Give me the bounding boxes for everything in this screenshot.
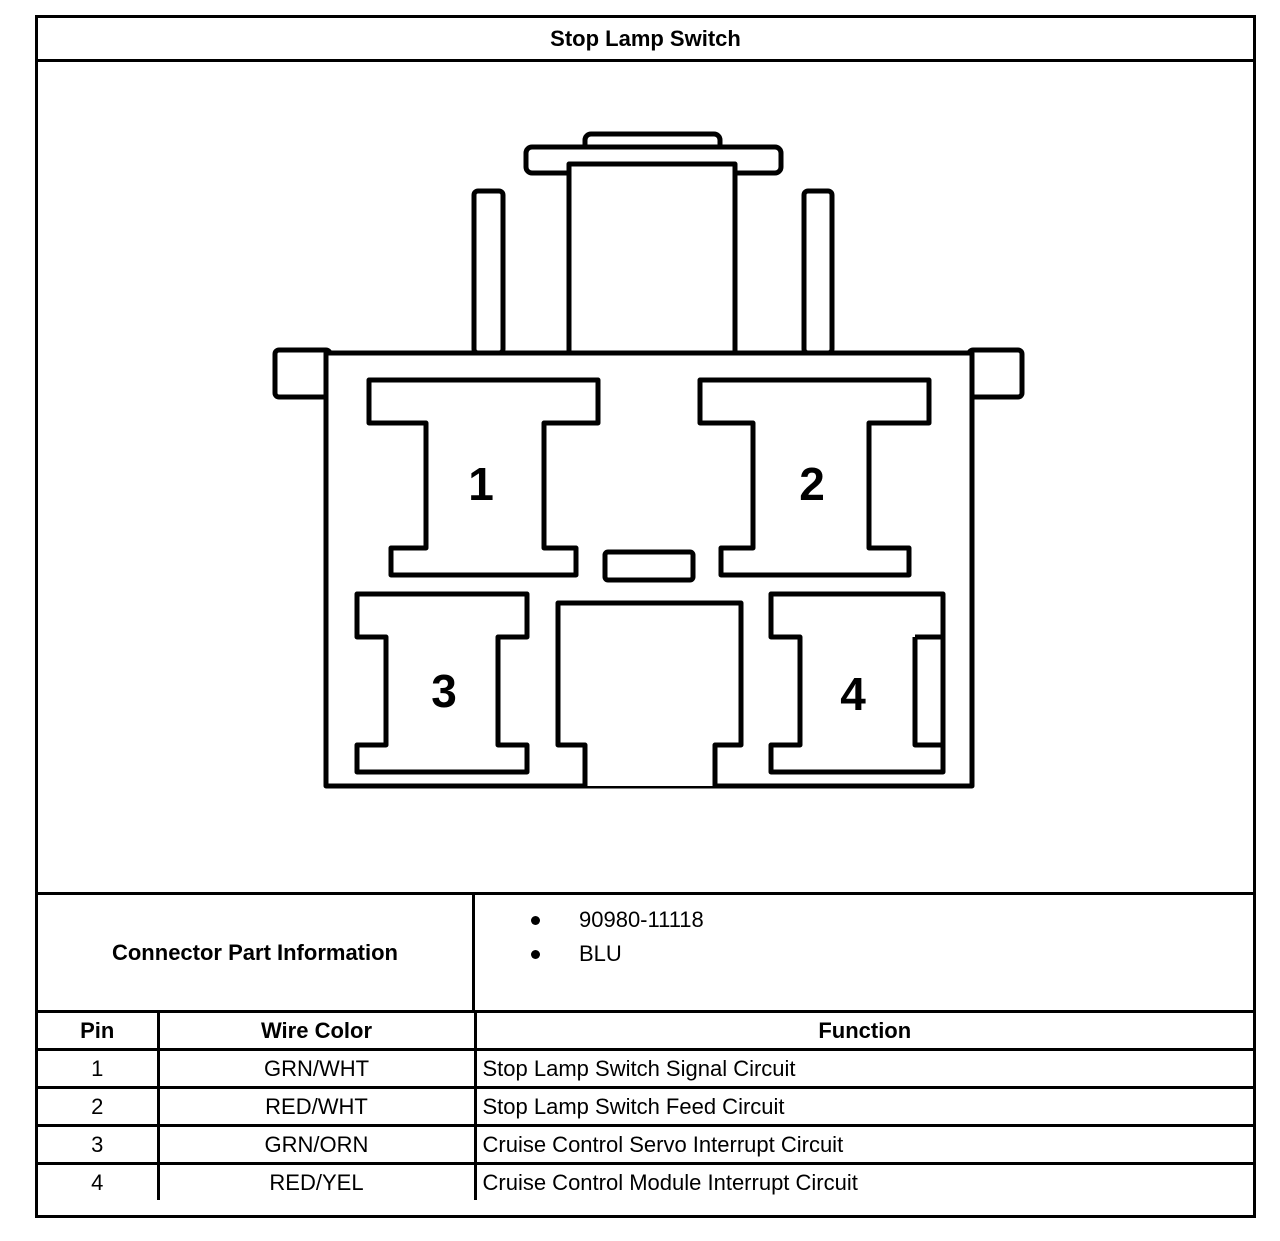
connector-face-drawing: 1 2 3 4 bbox=[272, 131, 1025, 789]
header-function: Function bbox=[473, 1013, 1253, 1051]
header-pin: Pin bbox=[38, 1013, 160, 1051]
pin-table: Pin Wire Color Function 1 GRN/WHT Stop L… bbox=[38, 1013, 1253, 1200]
pin-cell: 2 bbox=[38, 1086, 160, 1127]
table-row: 4 RED/YEL Cruise Control Module Interrup… bbox=[38, 1162, 1253, 1200]
sheet-title: Stop Lamp Switch bbox=[38, 18, 1253, 62]
bullet-icon bbox=[531, 950, 540, 959]
latch-body bbox=[566, 161, 738, 356]
connector-sheet: Stop Lamp Switch bbox=[35, 15, 1256, 1218]
side-ear-right bbox=[966, 347, 1025, 400]
function-cell: Stop Lamp Switch Feed Circuit bbox=[473, 1086, 1253, 1127]
connector-color: BLU bbox=[579, 941, 622, 966]
part-number: 90980-11118 bbox=[579, 907, 704, 932]
pin-2-label: 2 bbox=[799, 458, 825, 510]
bullet-icon bbox=[531, 916, 540, 925]
guide-post-right bbox=[801, 188, 835, 356]
pin-2-cavity bbox=[697, 377, 932, 578]
pin-4-cavity bbox=[768, 591, 946, 775]
connector-diagram: 1 2 3 4 bbox=[38, 62, 1253, 895]
center-key bbox=[602, 549, 696, 583]
wire-color-cell: RED/YEL bbox=[156, 1162, 477, 1200]
part-info-list: 90980-11118 BLU bbox=[475, 895, 1253, 1010]
function-cell: Cruise Control Servo Interrupt Circuit bbox=[473, 1124, 1253, 1165]
table-header-row: Pin Wire Color Function bbox=[38, 1013, 1253, 1051]
function-cell: Stop Lamp Switch Signal Circuit bbox=[473, 1048, 1253, 1089]
pin-3-cavity bbox=[354, 591, 530, 775]
function-cell: Cruise Control Module Interrupt Circuit bbox=[473, 1162, 1253, 1200]
center-notch bbox=[555, 600, 744, 786]
guide-post-left bbox=[471, 188, 506, 356]
pin-1-label: 1 bbox=[468, 458, 494, 510]
wire-color-cell: GRN/ORN bbox=[156, 1124, 477, 1165]
table-row: 2 RED/WHT Stop Lamp Switch Feed Circuit bbox=[38, 1086, 1253, 1127]
pin-3-label: 3 bbox=[431, 665, 457, 717]
pin-4-label: 4 bbox=[840, 668, 866, 720]
table-row: 1 GRN/WHT Stop Lamp Switch Signal Circui… bbox=[38, 1048, 1253, 1089]
part-info-label: Connector Part Information bbox=[38, 895, 475, 1010]
connector-part-info: Connector Part Information 90980-11118 B… bbox=[38, 895, 1253, 1013]
wire-color-cell: RED/WHT bbox=[156, 1086, 477, 1127]
table-row: 3 GRN/ORN Cruise Control Servo Interrupt… bbox=[38, 1124, 1253, 1165]
pin-1-cavity bbox=[366, 377, 601, 578]
side-ear-left bbox=[272, 347, 333, 400]
pin-cell: 4 bbox=[38, 1162, 160, 1200]
header-wire-color: Wire Color bbox=[156, 1013, 477, 1051]
pin-cell: 3 bbox=[38, 1124, 160, 1165]
pin-cell: 1 bbox=[38, 1048, 160, 1089]
wire-color-cell: GRN/WHT bbox=[156, 1048, 477, 1089]
